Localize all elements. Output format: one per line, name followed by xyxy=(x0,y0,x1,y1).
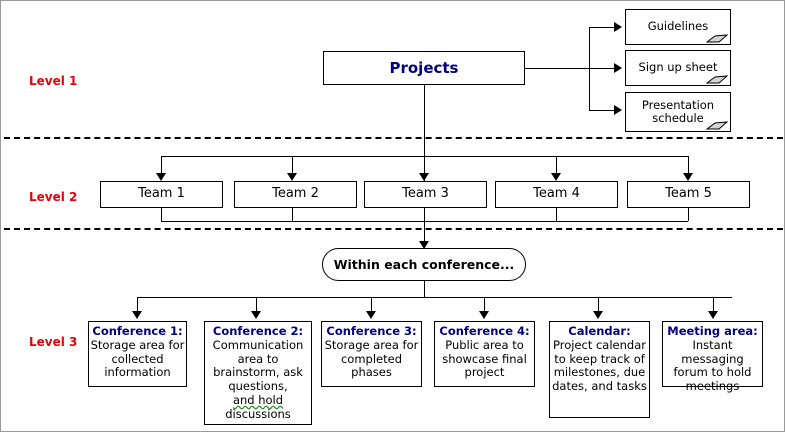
meeting-area-box-heading: Meeting area: xyxy=(667,324,758,338)
arrow-meeting-area xyxy=(708,311,718,319)
team-box-2-label: Team 2 xyxy=(272,186,319,202)
drop-team-1 xyxy=(161,156,162,176)
document-guidelines-label: Guidelines xyxy=(647,19,709,34)
arrow-doc-2 xyxy=(614,63,622,73)
meeting-area-box[interactable]: Meeting area: Instant messaging forum to… xyxy=(662,321,763,393)
projects-node[interactable]: Projects xyxy=(323,51,525,85)
riser-team-2 xyxy=(292,208,293,221)
arrow-doc-3 xyxy=(614,105,622,115)
riser-team-1 xyxy=(161,208,162,221)
document-sign-up-sheet[interactable]: Sign up sheet xyxy=(625,50,731,86)
level-3-label: Level 3 xyxy=(29,335,78,349)
within-each-conference-node[interactable]: Within each conference... xyxy=(322,248,526,281)
calendar-box-body: Project calendar to keep track of milest… xyxy=(552,337,647,394)
conference-box-4[interactable]: Conference 4: Public area to showcase fi… xyxy=(434,321,535,387)
drop-team-5 xyxy=(688,156,689,176)
conference-node-stem xyxy=(424,281,425,297)
root-to-conference-spine xyxy=(424,85,425,248)
level3-distribution-bar xyxy=(137,297,732,298)
arrow-team-2 xyxy=(287,173,297,181)
drop-team-4 xyxy=(556,156,557,176)
drop-calendar xyxy=(598,297,599,314)
branch-doc-3 xyxy=(589,110,618,111)
drop-meeting-area xyxy=(713,297,714,314)
conference-box-2-body-part1: Communication area to brainstorm, ask qu… xyxy=(212,337,304,394)
drop-conference-4 xyxy=(484,297,485,314)
arrow-calendar xyxy=(593,311,603,319)
conference-box-1[interactable]: Conference 1: Storage area for collected… xyxy=(88,321,187,387)
arrow-conference-node xyxy=(419,241,429,249)
meeting-area-box-body: Instant messaging forum to hold meetings xyxy=(673,337,752,394)
team-box-4[interactable]: Team 4 xyxy=(495,181,618,208)
arrow-doc-1 xyxy=(614,22,622,32)
arrow-conference-2 xyxy=(251,311,261,319)
team-box-3[interactable]: Team 3 xyxy=(364,181,487,208)
teams-merge-bar xyxy=(161,221,688,222)
conference-box-4-heading: Conference 4: xyxy=(439,324,530,338)
riser-team-5 xyxy=(688,208,689,221)
conference-box-4-body: Public area to showcase final project xyxy=(442,337,527,380)
drop-team-2 xyxy=(292,156,293,176)
arrow-team-5 xyxy=(683,173,693,181)
conference-box-1-heading: Conference 1: xyxy=(92,324,183,338)
level-1-label: Level 1 xyxy=(29,74,78,88)
conference-box-2-heading: Conference 2: xyxy=(212,324,304,338)
arrow-conference-1 xyxy=(132,311,142,319)
projects-node-label: Projects xyxy=(389,58,459,77)
branch-doc-1 xyxy=(589,27,618,28)
arrow-team-3 xyxy=(419,173,429,181)
teams-distribution-bar xyxy=(161,156,688,157)
conference-box-3-heading: Conference 3: xyxy=(326,324,417,338)
arrow-team-1 xyxy=(156,173,166,181)
team-box-4-label: Team 4 xyxy=(533,186,580,202)
team-box-5-label: Team 5 xyxy=(665,186,712,202)
within-each-conference-label: Within each conference... xyxy=(333,257,515,272)
conference-box-2[interactable]: Conference 2: Communication area to brai… xyxy=(204,321,312,425)
arrow-conference-3 xyxy=(366,311,376,319)
team-box-5[interactable]: Team 5 xyxy=(627,181,750,208)
riser-team-4 xyxy=(556,208,557,221)
drop-conference-1 xyxy=(137,297,138,314)
root-to-docs-stem xyxy=(525,68,607,69)
branch-doc-2 xyxy=(589,68,618,69)
calendar-box-heading: Calendar: xyxy=(568,324,631,338)
arrow-conference-4 xyxy=(479,311,489,319)
conference-box-2-body-part2: and hold xyxy=(232,392,284,407)
team-box-1-label: Team 1 xyxy=(138,186,185,202)
document-presentation-schedule-label: Presentation schedule xyxy=(641,97,715,125)
team-box-2[interactable]: Team 2 xyxy=(234,181,357,208)
document-sign-up-sheet-label: Sign up sheet xyxy=(638,60,718,75)
level-2-label: Level 2 xyxy=(29,190,78,204)
conference-box-3-body: Storage area for completed phases xyxy=(324,337,419,380)
team-box-1[interactable]: Team 1 xyxy=(100,181,223,208)
team-box-3-label: Team 3 xyxy=(402,186,449,202)
document-presentation-schedule[interactable]: Presentation schedule xyxy=(625,92,731,132)
arrow-team-4 xyxy=(551,173,561,181)
drop-conference-3 xyxy=(371,297,372,314)
drop-conference-2 xyxy=(256,297,257,314)
conference-box-1-body: Storage area for collected information xyxy=(90,337,185,380)
level-separator-2 xyxy=(4,228,783,230)
conference-box-3[interactable]: Conference 3: Storage area for completed… xyxy=(321,321,422,387)
document-guidelines[interactable]: Guidelines xyxy=(625,9,731,45)
conference-box-2-body-part3: discussions xyxy=(225,406,291,421)
level-separator-1 xyxy=(4,137,783,139)
calendar-box[interactable]: Calendar: Project calendar to keep track… xyxy=(549,321,650,418)
